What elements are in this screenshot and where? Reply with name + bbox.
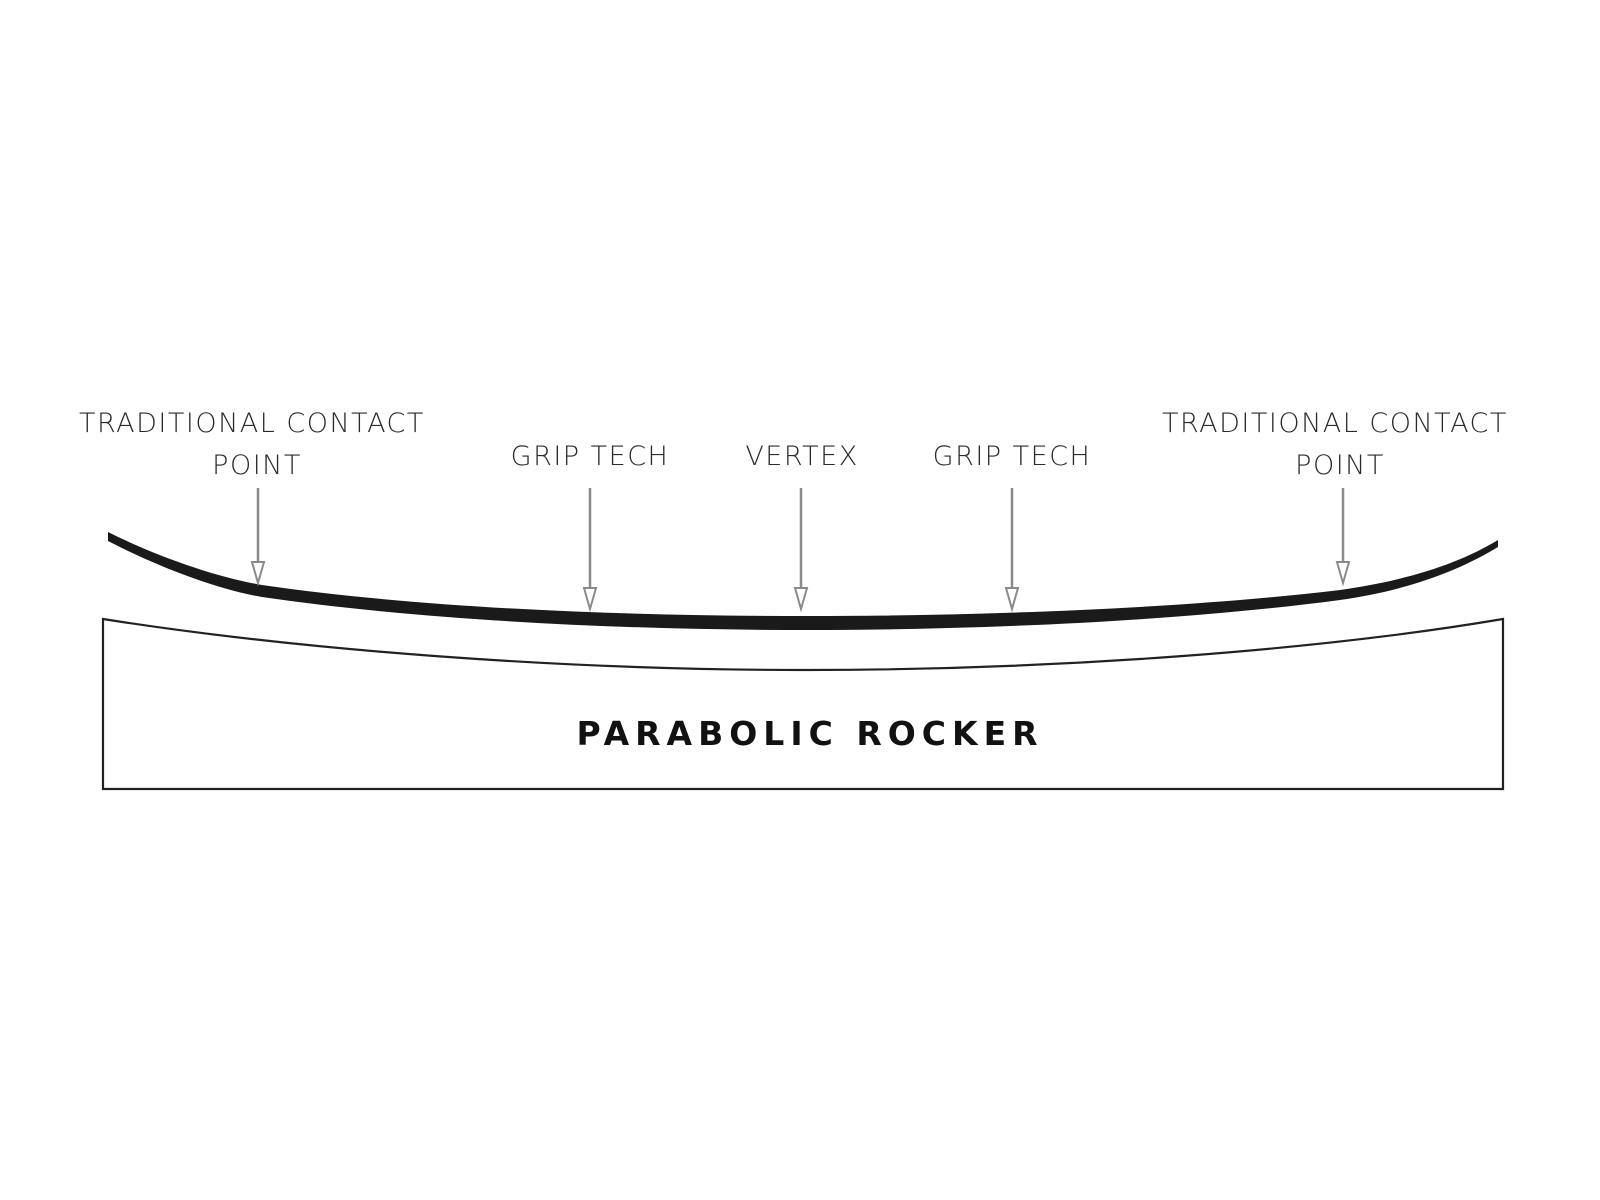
arrow-traditional-contact-left <box>250 488 266 587</box>
arrow-grip-tech-right <box>1004 488 1020 613</box>
arrow-grip-tech-left <box>582 488 598 613</box>
label-line: TRADITIONAL CONTACT <box>79 408 425 439</box>
label-line: POINT <box>1295 450 1385 481</box>
callout-arrows <box>250 488 1351 613</box>
arrow-vertex <box>793 488 809 613</box>
profile-title: PARABOLIC ROCKER <box>576 714 1043 753</box>
label-line: POINT <box>212 450 302 481</box>
label-traditional-contact-left: TRADITIONAL CONTACT POINT <box>79 408 435 481</box>
label-vertex: VERTEX <box>745 441 858 472</box>
snowboard-profile-curve <box>108 532 1498 630</box>
label-grip-tech-left: GRIP TECH <box>511 441 670 472</box>
label-traditional-contact-right: TRADITIONAL CONTACT POINT <box>1162 408 1518 481</box>
arrow-traditional-contact-right <box>1335 488 1351 587</box>
label-line: TRADITIONAL CONTACT <box>1162 408 1508 439</box>
profile-base-panel <box>101 617 1505 791</box>
label-grip-tech-right: GRIP TECH <box>933 441 1092 472</box>
